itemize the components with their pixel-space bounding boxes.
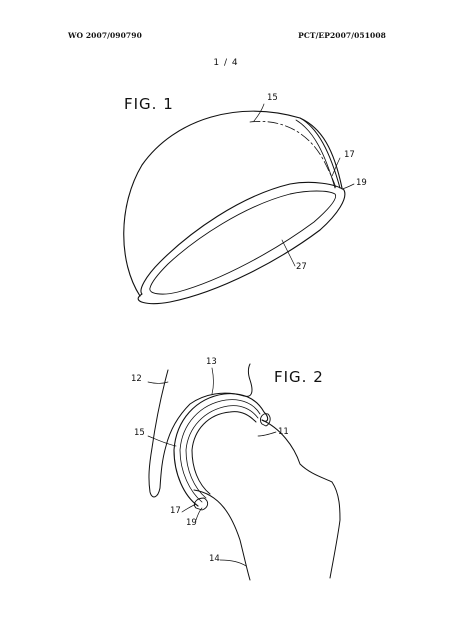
publication-number: WO 2007/090790: [68, 31, 142, 40]
fig1-title: FIG. 1: [124, 95, 174, 113]
fig1-leader-27: [281, 239, 296, 267]
fig2-rim-end-bottom: [193, 497, 209, 511]
fig1-leader-15: [253, 103, 265, 122]
fig1-drawing: [123, 103, 355, 305]
fig2-ref-12: 12: [131, 374, 142, 384]
fig1-ref-15: 15: [267, 93, 278, 103]
fig2-drawing: [147, 363, 341, 581]
fig1-ref-27: 27: [296, 262, 307, 272]
fig2-cap-layer-3: [191, 411, 257, 495]
fig1-leader-17: [331, 157, 341, 177]
fig2-title: FIG. 2: [274, 368, 324, 386]
fig2-femur-outline: [193, 419, 341, 581]
fig2-leader-15: [147, 435, 177, 447]
fig2-leader-11: [257, 431, 277, 437]
fig2-ref-17: 17: [170, 506, 181, 516]
page-number: 1 / 4: [213, 58, 239, 68]
fig1-ref-17: 17: [344, 150, 355, 160]
fig2-ref-14: 14: [209, 554, 220, 564]
fig2-leader-17: [181, 503, 197, 513]
fig2-leader-14: [219, 559, 247, 567]
fig2-ref-15: 15: [134, 428, 145, 438]
fig2-leader-12: [147, 381, 169, 384]
fig2-rim-end-top: [259, 413, 271, 427]
fig2-ref-11: 11: [278, 427, 289, 437]
fig1-ref-19: 19: [356, 178, 367, 188]
fig1-rim-outer: [137, 181, 346, 305]
fig2-ref-13: 13: [206, 357, 217, 367]
fig1-rim-strip-outer: [299, 117, 341, 189]
fig1-dome-outline: [123, 110, 343, 297]
fig2-cap-layer-2: [185, 405, 259, 499]
fig1-rim-inner: [149, 190, 337, 295]
fig2-leader-19: [195, 507, 203, 521]
fig2-ref-19: 19: [186, 518, 197, 528]
fig2-leader-13: [211, 367, 214, 395]
fig2-pelvis-outline: [148, 363, 253, 498]
fig1-leader-19: [341, 183, 355, 190]
application-number: PCT/EP2007/051008: [298, 31, 386, 40]
fig1-inner-layer-15: [249, 121, 337, 189]
fig1-rim-strip-inner: [295, 119, 336, 189]
fig2-cap-layer-1: [179, 399, 261, 503]
fig2-cap-outer: [173, 393, 269, 507]
